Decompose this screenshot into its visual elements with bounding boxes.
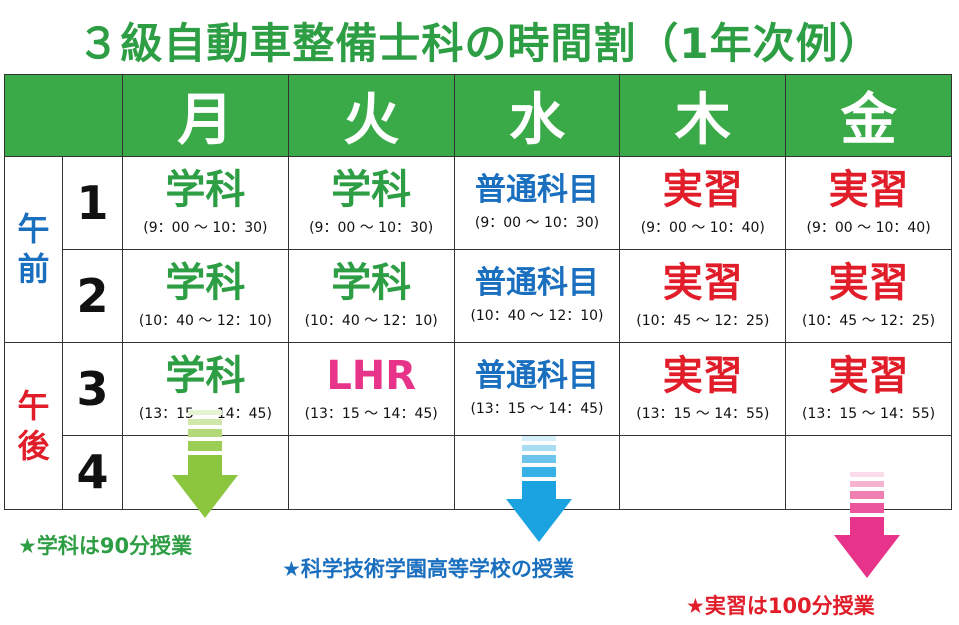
subject-label: 学科 bbox=[165, 259, 246, 306]
day-header: 水 bbox=[453, 74, 621, 157]
green-down-arrow-icon bbox=[172, 410, 238, 518]
subject-label: 実習 bbox=[828, 352, 909, 399]
subject-label: 実習 bbox=[662, 352, 743, 399]
class-cell: 学科 (10：40 ～ 12：10) bbox=[122, 248, 289, 343]
class-cell: 学科 (9：00 ～ 10：30) bbox=[287, 156, 455, 250]
period-number: 4 bbox=[62, 434, 123, 511]
subject-label: 学科 bbox=[165, 352, 246, 399]
note-gakka: ★学科は90分授業 bbox=[18, 534, 193, 558]
class-time: (13：15 ～ 14：55) bbox=[636, 405, 770, 422]
class-cell: 実習 (10：45 ～ 12：25) bbox=[619, 248, 787, 343]
subject-label: LHR bbox=[326, 352, 417, 399]
subject-label: 学科 bbox=[331, 166, 412, 213]
period-row: 午後 3 学科 (13：15 ～ 14：45) LHR (13：15 ～ 14：45… bbox=[4, 341, 952, 511]
day-header: 火 bbox=[287, 74, 455, 157]
note-jisshu: ★実習は100分授業 bbox=[686, 594, 875, 618]
class-cell: 実習 (10：45 ～ 12：25) bbox=[785, 248, 952, 343]
class-cell: 実習 (9：00 ～ 10：40) bbox=[785, 156, 952, 250]
class-time: (10：40 ～ 12：10) bbox=[470, 308, 604, 325]
pink-down-arrow-icon bbox=[834, 472, 900, 578]
session-label: 午前 bbox=[17, 210, 50, 289]
header-corner bbox=[4, 74, 123, 157]
class-time: (10：40 ～ 12：10) bbox=[304, 312, 438, 329]
timetable: 月 火 水 木 金 午前 1 学科 (9：00 ～ 10：30) 学科 (9：00 … bbox=[4, 74, 952, 511]
class-cell: 学科 (9：00 ～ 10：30) bbox=[122, 156, 289, 250]
class-time: (10：45 ～ 12：25) bbox=[636, 312, 770, 329]
subject-label: 実習 bbox=[662, 259, 743, 306]
page-title: ３級自動車整備士科の時間割（1年次例） bbox=[77, 19, 882, 68]
session-afternoon: 午後 bbox=[4, 341, 63, 511]
subject-label: 普通科目 bbox=[474, 357, 599, 394]
class-cell bbox=[619, 434, 787, 511]
day-header: 金 bbox=[785, 74, 952, 157]
subject-label: 学科 bbox=[331, 259, 412, 306]
subject-label: 実習 bbox=[662, 166, 743, 213]
class-cell: 普通科目 (10：40 ～ 12：10) bbox=[453, 248, 621, 343]
class-cell bbox=[287, 434, 455, 511]
class-cell: 実習 (9：00 ～ 10：40) bbox=[619, 156, 787, 250]
class-cell: 普通科目 (9：00 ～ 10：30) bbox=[453, 156, 621, 250]
day-header: 木 bbox=[619, 74, 787, 157]
note-school: ★科学技術学園高等学校の授業 bbox=[282, 557, 574, 581]
session-label: 午後 bbox=[17, 386, 50, 465]
subject-label: 実習 bbox=[828, 166, 909, 213]
period-row: 2 学科 (10：40 ～ 12：10) 学科 (10：40 ～ 12：10) 普通… bbox=[5, 248, 952, 343]
class-cell: LHR (13：15 ～ 14：45) bbox=[287, 341, 455, 436]
class-time: (9：00 ～ 10：30) bbox=[474, 215, 600, 232]
subject-label: 学科 bbox=[165, 166, 246, 213]
subject-label: 普通科目 bbox=[474, 264, 599, 301]
class-time: (10：40 ～ 12：10) bbox=[138, 312, 272, 329]
period-row: 4 bbox=[5, 434, 952, 511]
subject-label: 実習 bbox=[828, 259, 909, 306]
subject-label: 普通科目 bbox=[474, 171, 599, 208]
class-time: (13：15 ～ 14：45) bbox=[470, 401, 604, 418]
period-row: 午前 1 学科 (9：00 ～ 10：30) 学科 (9：00 ～ 10：30) 普… bbox=[4, 156, 952, 343]
class-time: (13：15 ～ 14：55) bbox=[802, 405, 936, 422]
class-time: (13：15 ～ 14：45) bbox=[304, 405, 438, 422]
day-header-row: 月 火 水 木 金 bbox=[4, 74, 952, 157]
session-morning: 午前 bbox=[4, 156, 63, 343]
day-header: 月 bbox=[122, 74, 289, 157]
period-number: 3 bbox=[62, 341, 123, 436]
period-number: 2 bbox=[62, 248, 123, 343]
class-cell: 実習 (13：15 ～ 14：55) bbox=[785, 341, 952, 436]
class-time: (9：00 ～ 10：40) bbox=[640, 219, 765, 236]
class-cell: 学科 (10：40 ～ 12：10) bbox=[287, 248, 455, 343]
class-cell: 普通科目 (13：15 ～ 14：45) bbox=[453, 341, 621, 436]
class-time: (9：00 ～ 10：30) bbox=[309, 219, 434, 236]
blue-down-arrow-icon bbox=[506, 436, 572, 542]
class-time: (10：45 ～ 12：25) bbox=[802, 312, 936, 329]
class-time: (9：00 ～ 10：40) bbox=[806, 219, 931, 236]
class-cell: 実習 (13：15 ～ 14：55) bbox=[619, 341, 787, 436]
period-number: 1 bbox=[62, 156, 123, 250]
class-time: (9：00 ～ 10：30) bbox=[143, 219, 268, 236]
